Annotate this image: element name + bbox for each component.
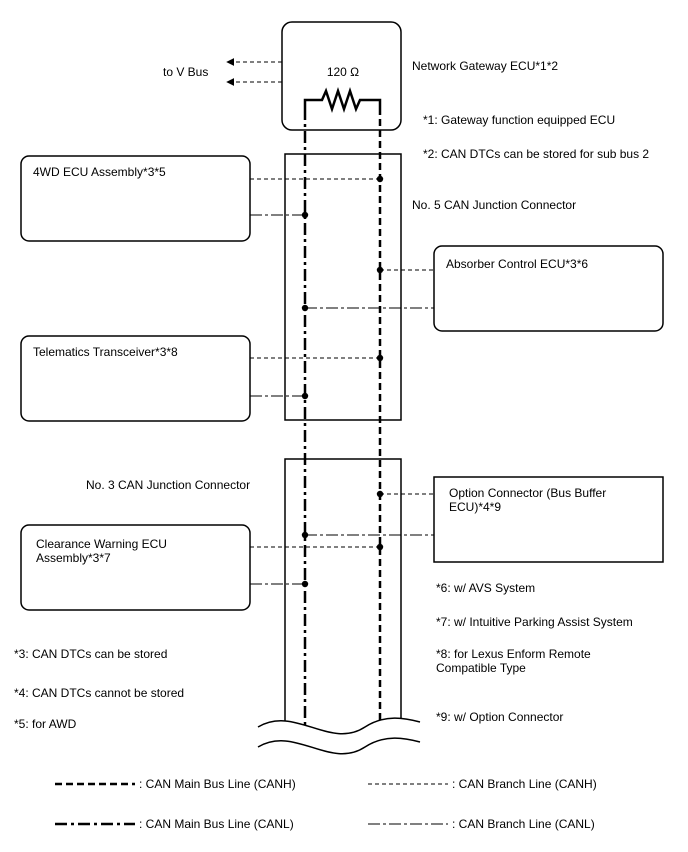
telematics-label: Telematics Transceiver*3*8 xyxy=(33,345,178,359)
note-4: *4: CAN DTCs cannot be stored xyxy=(14,686,184,700)
absorber-ecu-box xyxy=(433,245,664,332)
note-8-line-2: Compatible Type xyxy=(436,661,526,675)
legend-branch-canl-label: : CAN Branch Line (CANL) xyxy=(452,817,595,831)
option-connector-box xyxy=(433,476,664,563)
note-6: *6: w/ AVS System xyxy=(436,581,535,595)
fwd-ecu-box xyxy=(20,155,251,242)
no5-junction-label: No. 5 CAN Junction Connector xyxy=(412,198,576,212)
note-5: *5: for AWD xyxy=(14,717,77,731)
note-7: *7: w/ Intuitive Parking Assist System xyxy=(436,615,633,629)
legend: : CAN Main Bus Line (CANH) : CAN Branch … xyxy=(55,777,597,831)
legend-main-canh-label: : CAN Main Bus Line (CANH) xyxy=(139,777,296,791)
network-gateway-ecu: 120 Ω xyxy=(281,21,402,131)
legend-main-canl-label: : CAN Main Bus Line (CANL) xyxy=(139,817,294,831)
note-2: *2: CAN DTCs can be stored for sub bus 2 xyxy=(423,147,649,161)
clearance-ecu-box xyxy=(20,524,251,611)
network-gateway-label: Network Gateway ECU*1*2 xyxy=(412,59,558,73)
no3-junction-label: No. 3 CAN Junction Connector xyxy=(86,478,250,492)
telematics-box xyxy=(20,335,251,422)
option-connector-label-1: Option Connector (Bus Buffer xyxy=(449,486,606,500)
bus-break-symbol xyxy=(257,717,421,755)
branch-lines-canl xyxy=(250,214,434,585)
note-8-line-1: *8: for Lexus Enform Remote xyxy=(436,647,591,661)
note-9: *9: w/ Option Connector xyxy=(436,710,563,724)
resistor-symbol xyxy=(303,87,382,113)
no3-junction-connector xyxy=(284,458,402,727)
absorber-ecu-label: Absorber Control ECU*3*6 xyxy=(446,257,588,271)
note-3: *3: CAN DTCs can be stored xyxy=(14,647,167,661)
clearance-ecu-label-2: Assembly*3*7 xyxy=(36,551,111,565)
resistor-value: 120 Ω xyxy=(327,65,359,79)
clearance-ecu-label-1: Clearance Warning ECU xyxy=(36,537,167,551)
branch-lines-canh xyxy=(250,178,434,548)
to-v-bus-label: to V Bus xyxy=(163,65,208,79)
junction-dots xyxy=(301,175,384,588)
no5-junction-connector xyxy=(284,153,402,421)
legend-branch-canh-label: : CAN Branch Line (CANH) xyxy=(452,777,597,791)
v-bus-arrows xyxy=(226,58,282,86)
option-connector-label-2: ECU)*4*9 xyxy=(449,500,501,514)
note-1: *1: Gateway function equipped ECU xyxy=(423,113,615,127)
fwd-ecu-label: 4WD ECU Assembly*3*5 xyxy=(33,165,166,179)
